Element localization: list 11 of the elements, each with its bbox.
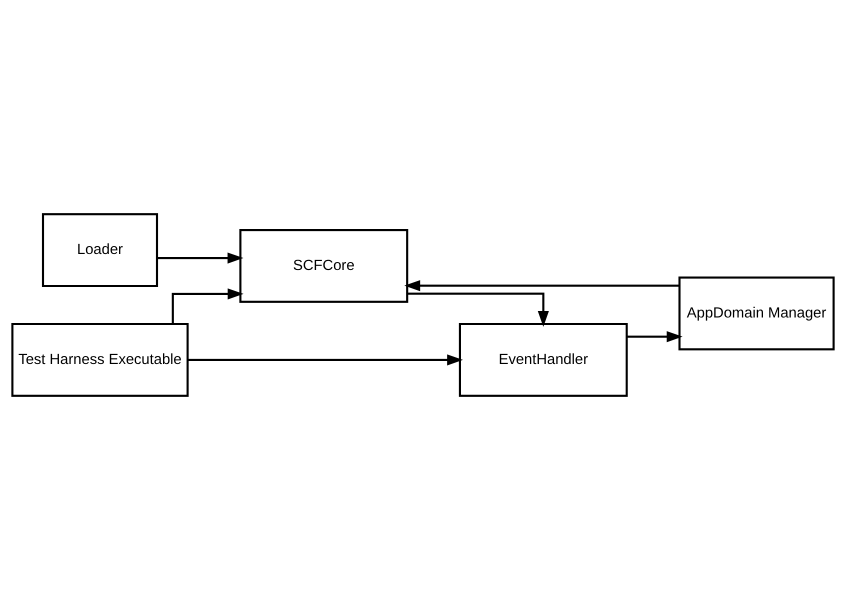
node-box: Loader <box>42 212 158 287</box>
arrow <box>404 280 680 291</box>
arrow <box>157 252 244 264</box>
node-box: AppDomain Manager <box>678 276 835 350</box>
node-box: Test Harness Executable <box>11 322 189 396</box>
node-box: SCFCore <box>239 228 408 302</box>
arrow <box>172 288 244 324</box>
arrow <box>407 292 549 326</box>
arrow <box>188 354 463 365</box>
arrow <box>627 330 683 342</box>
node-box: EventHandler <box>458 322 628 396</box>
